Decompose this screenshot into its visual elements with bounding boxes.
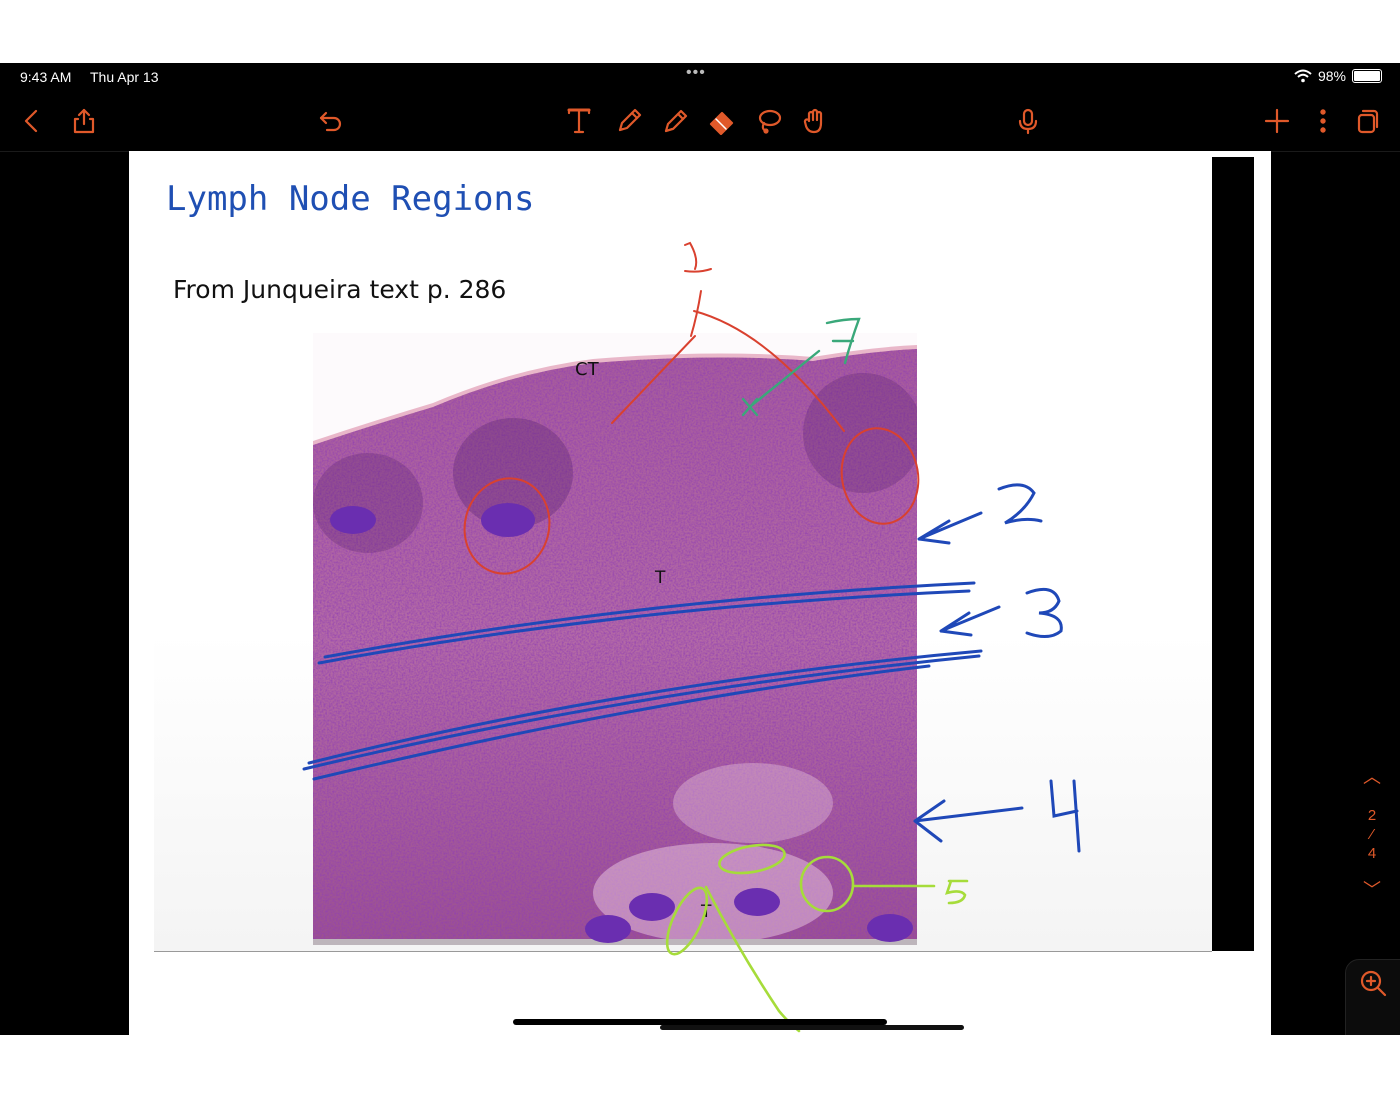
zoom-in-icon bbox=[1360, 970, 1387, 997]
slide-subtitle: From Junqueira text p. 286 bbox=[173, 275, 507, 304]
add-icon[interactable] bbox=[1259, 103, 1295, 139]
slide: Lymph Node Regions From Junqueira text p… bbox=[154, 157, 1212, 952]
chevron-up-icon[interactable]: ︿ bbox=[1363, 767, 1381, 787]
pen-icon[interactable] bbox=[611, 103, 647, 139]
micro-label-t2: T bbox=[700, 902, 712, 922]
micro-label-t1: T bbox=[654, 568, 666, 588]
page-navigator[interactable]: ︿ 2 ⁄ 4 ﹀ bbox=[1352, 763, 1392, 923]
battery-icon bbox=[1352, 69, 1382, 83]
ipad-screen: 9:43 AM Thu Apr 13 ••• 98% bbox=[0, 63, 1400, 1035]
multitask-dots-icon[interactable]: ••• bbox=[686, 64, 706, 81]
chevron-down-icon[interactable]: ﹀ bbox=[1363, 880, 1381, 900]
gesture-hand-icon[interactable] bbox=[797, 103, 833, 139]
status-time: 9:43 AM bbox=[20, 69, 72, 85]
slide-edge-bar bbox=[1212, 157, 1254, 951]
eraser-icon[interactable] bbox=[704, 103, 740, 139]
microphone-icon[interactable] bbox=[1010, 103, 1046, 139]
lymph-node-micrograph: CT T T bbox=[313, 333, 917, 945]
lasso-icon[interactable] bbox=[751, 103, 787, 139]
status-bar: 9:43 AM Thu Apr 13 ••• 98% bbox=[0, 63, 1400, 91]
back-icon[interactable] bbox=[14, 103, 50, 139]
text-tool-icon[interactable] bbox=[561, 103, 597, 139]
page-total: 4 bbox=[1367, 845, 1377, 862]
micro-label-ct: CT bbox=[575, 359, 600, 380]
undo-icon[interactable] bbox=[313, 103, 349, 139]
slide-scroll-bar bbox=[660, 1025, 964, 1030]
pencil-icon[interactable] bbox=[658, 103, 694, 139]
more-icon[interactable] bbox=[1305, 103, 1341, 139]
zoom-in-button[interactable] bbox=[1345, 959, 1400, 1035]
page-current: 2 bbox=[1367, 807, 1377, 824]
share-icon[interactable] bbox=[66, 103, 102, 139]
document-page[interactable]: Lymph Node Regions From Junqueira text p… bbox=[129, 151, 1271, 1035]
slide-title: Lymph Node Regions bbox=[166, 179, 535, 219]
page-separator: ⁄ bbox=[1370, 826, 1374, 843]
battery-percent: 98% bbox=[1317, 68, 1346, 84]
pages-icon[interactable] bbox=[1350, 103, 1386, 139]
home-indicator[interactable] bbox=[513, 1019, 887, 1025]
status-right: 98% bbox=[1294, 68, 1382, 84]
status-date: Thu Apr 13 bbox=[90, 69, 159, 85]
toolbar bbox=[0, 93, 1400, 151]
wifi-icon bbox=[1294, 69, 1312, 83]
